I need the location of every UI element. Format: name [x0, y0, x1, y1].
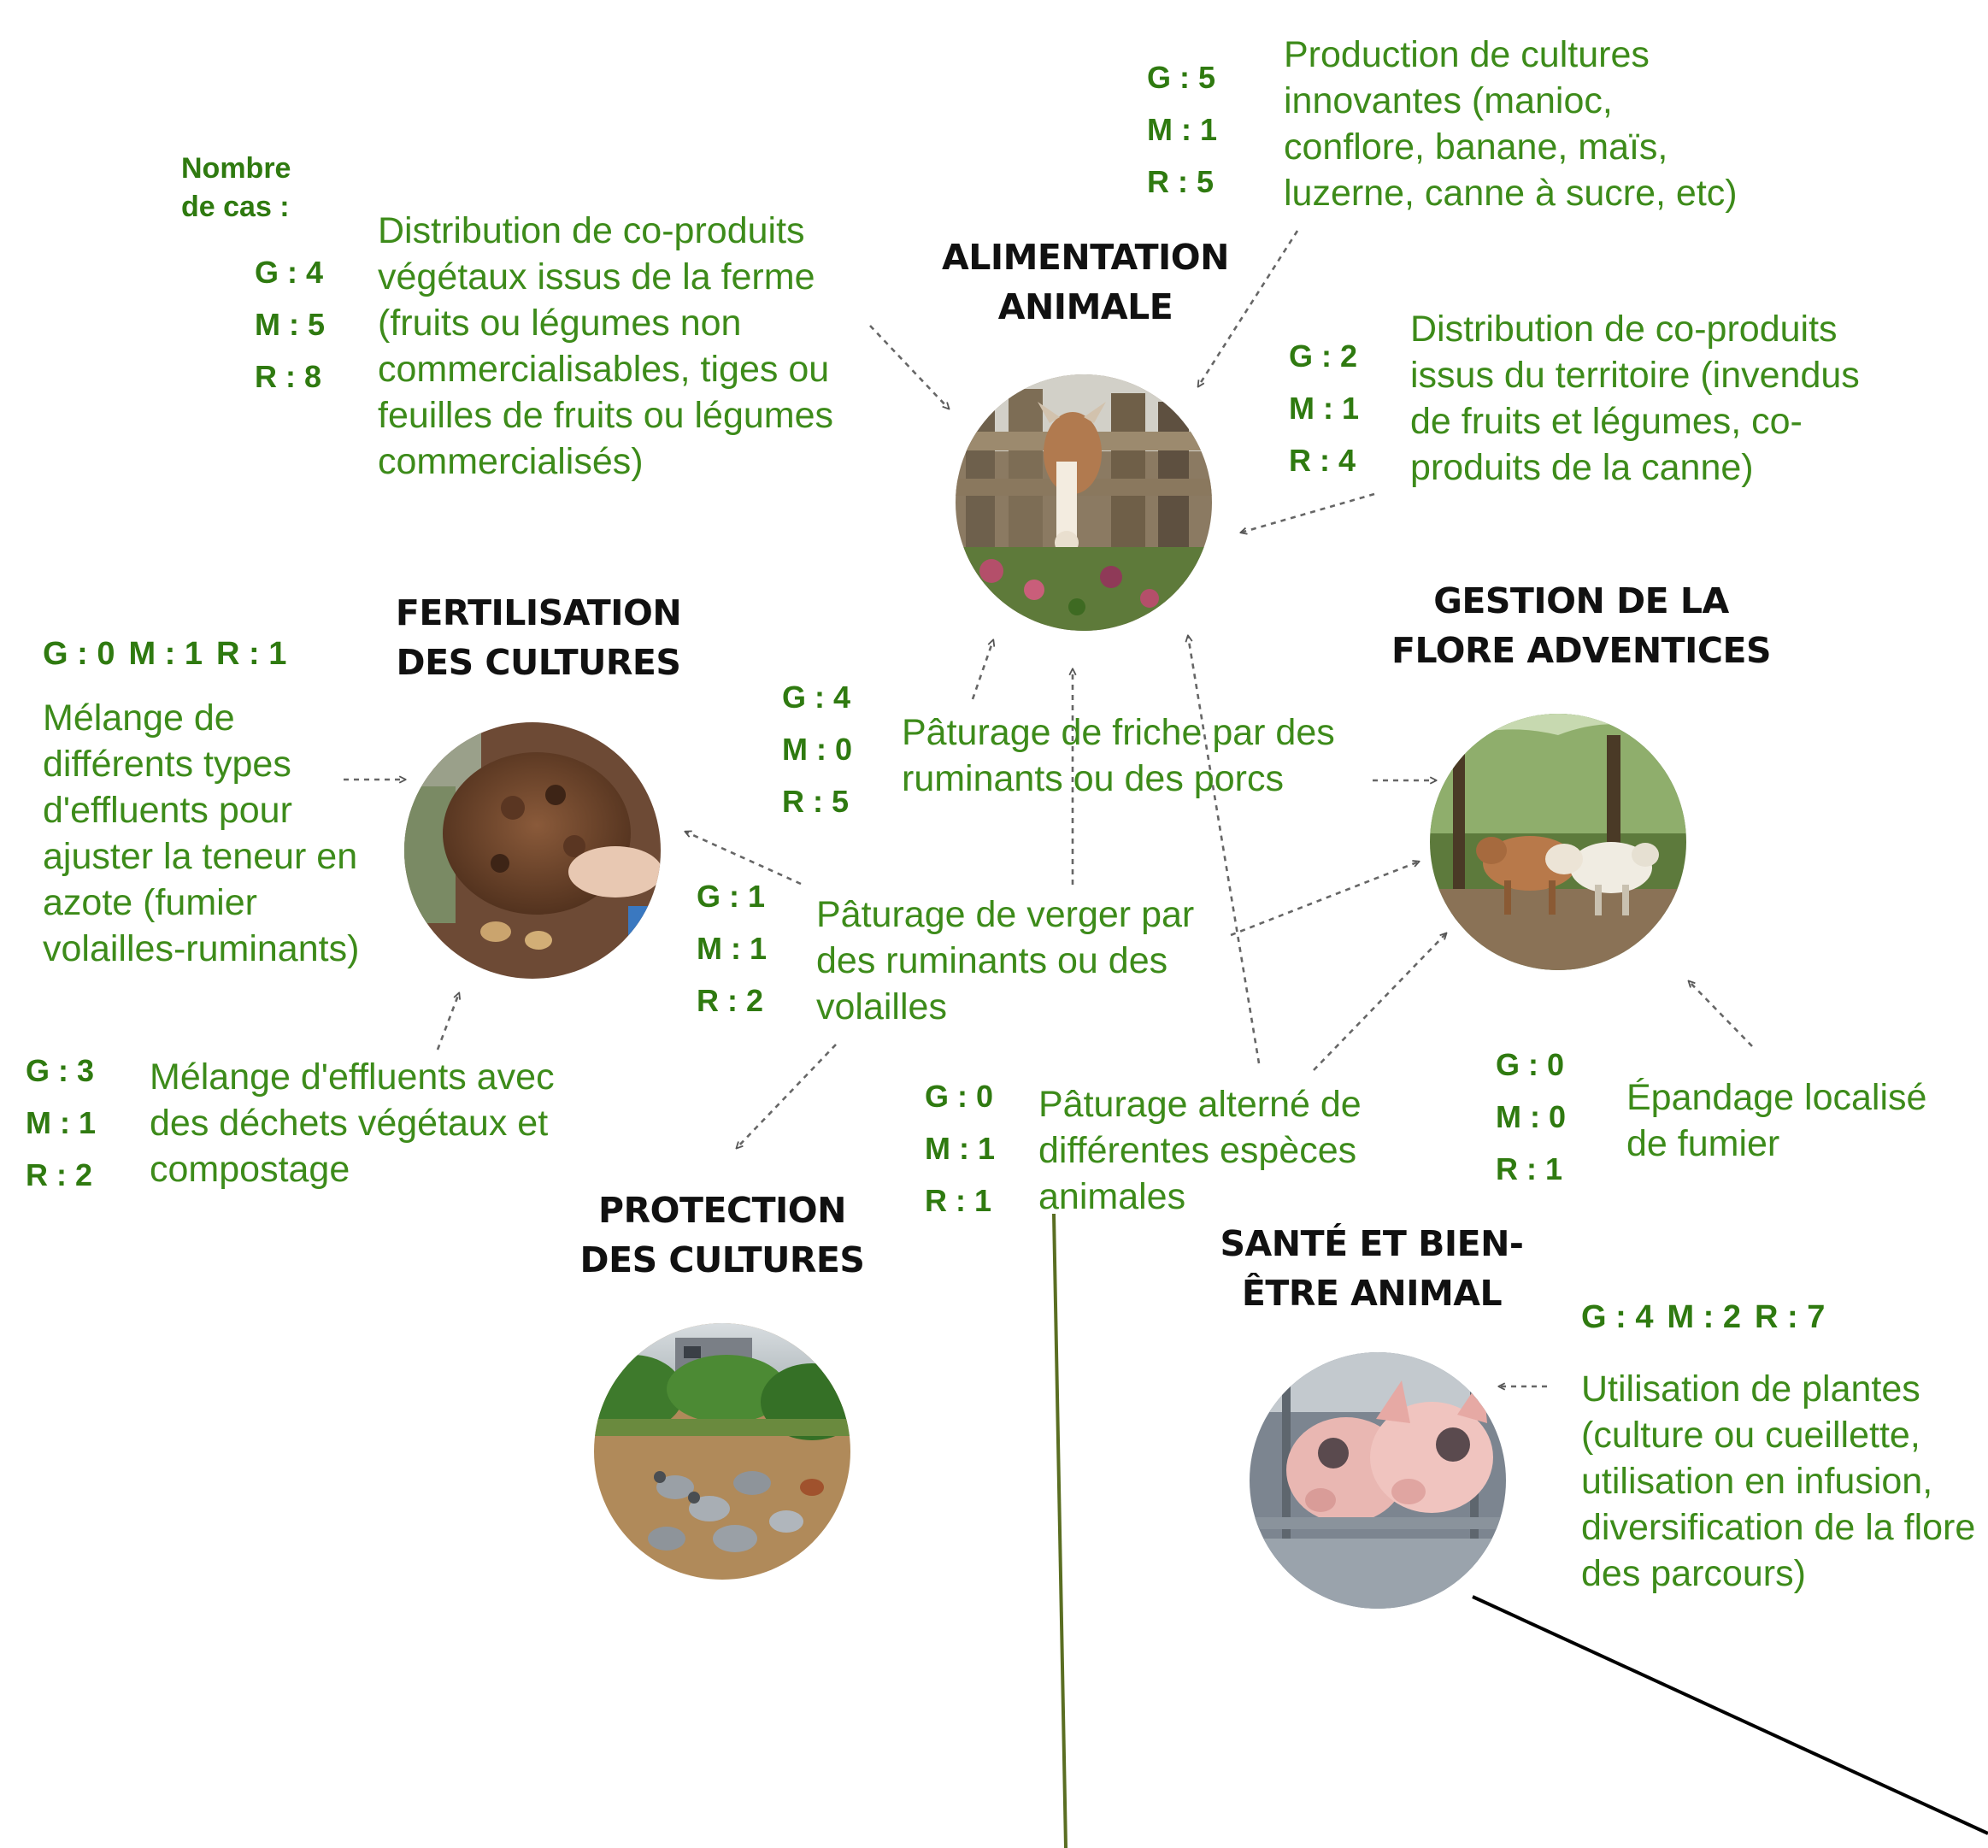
text-compostage: Mélange d'effluents avec des déchets vég… — [150, 1056, 555, 1190]
arrow-compost-to-fertilisation — [436, 993, 459, 1051]
text-melange-effluents: Mélange de différents types d'effluents … — [43, 697, 360, 969]
arrow-epandage-to-gestion — [1689, 981, 1753, 1047]
grazing-herd-photo — [1430, 714, 1686, 970]
legend-label: Nombre de cas : — [181, 152, 291, 223]
pigs-photo — [1250, 1352, 1506, 1609]
arrow-verger-to-fertilisation — [685, 832, 802, 886]
text-paturage-alterne: Pâturage alterné de différentes espèces … — [1038, 1084, 1362, 1217]
goat-photo — [956, 374, 1212, 631]
text-epandage: Épandage localisé de fumier — [1626, 1077, 1927, 1164]
counts-coproduits-ferme: G : 4 M : 5 R : 8 — [255, 255, 326, 394]
arrow-territoire-to-alimentation — [1241, 492, 1375, 533]
title-sante-bien-etre-animal: SANTÉ ET BIEN- ÊTRE ANIMAL — [1220, 1223, 1524, 1314]
arrow-alterne-to-alimentation — [1188, 636, 1261, 1064]
counts-production-cultures: G : 5 M : 1 R : 5 — [1147, 60, 1218, 199]
black-line — [1472, 1595, 1988, 1835]
arrow-group — [344, 230, 1753, 1386]
arrow-verger-to-gestion — [1230, 862, 1419, 937]
counts-compostage: G : 3 M : 1 R : 2 — [26, 1053, 97, 1192]
text-plantes: Utilisation de plantes (culture ou cueil… — [1581, 1368, 1976, 1594]
title-alimentation-animale: ALIMENTATION ANIMALE — [942, 237, 1229, 327]
counts-coproduits-territoire: G : 2 M : 1 R : 4 — [1289, 338, 1360, 478]
title-protection-des-cultures: PROTECTION DES CULTURES — [579, 1190, 865, 1280]
text-coproduits-ferme: Distribution de co-produits végétaux iss… — [378, 210, 834, 482]
arrow-verger-to-protection — [737, 1044, 837, 1148]
counts-epandage: G : 0 M : 0 R : 1 — [1496, 1047, 1567, 1186]
text-coproduits-territoire: Distribution de co-produits issus du ter… — [1410, 309, 1860, 488]
geese-orchard-photo — [594, 1323, 850, 1580]
olive-line — [1052, 1213, 1068, 1848]
text-paturage-verger: Pâturage de verger par des ruminants ou … — [816, 894, 1195, 1027]
title-fertilisation-des-cultures: FERTILISATION DES CULTURES — [395, 592, 682, 683]
title-gestion-flore-adventices: GESTION DE LA FLORE ADVENTICES — [1391, 580, 1772, 671]
compost-photo — [404, 722, 661, 979]
arrow-alterne-to-gestion — [1313, 933, 1446, 1071]
text-paturage-friche: Pâturage de friche par des ruminants ou … — [902, 712, 1335, 799]
counts-paturage-verger: G : 1 M : 1 R : 2 — [697, 879, 768, 1018]
arrow-friche-up-left — [971, 640, 993, 700]
counts-paturage-alterne: G : 0 M : 1 R : 1 — [925, 1079, 996, 1218]
counts-paturage-friche: G : 4 M : 0 R : 5 — [782, 680, 853, 819]
text-production-cultures: Production de cultures innovantes (manio… — [1284, 34, 1738, 214]
arrow-coproduits-ferme-to-alimentation — [869, 325, 949, 409]
